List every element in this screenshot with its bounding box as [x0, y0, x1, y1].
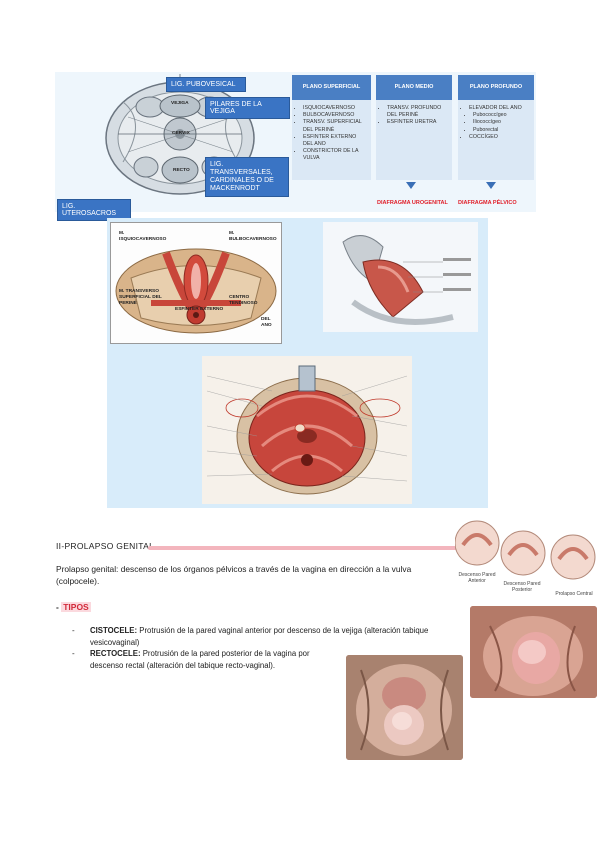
- plano-profundo-column: PLANO PROFUNDO ELEVADOR DEL ANO Pubococc…: [458, 75, 534, 180]
- term-rectocele: RECTOCELE:: [90, 649, 141, 658]
- callout-ligamentos-transversales: LIG. TRANSVERSALES, CARDINALES O DE MACK…: [205, 157, 289, 197]
- list-item: BULBOCAVERNOSO: [303, 112, 367, 119]
- desc-cistocele: Protrusión de la pared vaginal anterior …: [90, 626, 429, 647]
- title-underline: [148, 546, 480, 550]
- plano-medio-column: PLANO MEDIO TRANSV. PROFUNDO DEL PERINÉ …: [376, 75, 452, 180]
- label-isquiocavernoso: M. ISQUIOCAVERNOSO: [119, 231, 167, 242]
- tipos-heading: - TIPOS: [56, 602, 91, 612]
- list-item: ISQUIOCAVERNOSO: [303, 105, 367, 112]
- section-title: II-PROLAPSO GENITAL: [56, 541, 155, 551]
- prolapse-types-diagram: Descenso Pared Anterior Descenso Pared P…: [454, 515, 599, 607]
- pelvic-floor-detailed-illustration: [202, 356, 412, 504]
- tipos-dash: -: [56, 602, 59, 612]
- arrow-down-icon: [486, 182, 496, 189]
- prolapso-definition: Prolapso genital: descenso de los órgano…: [56, 564, 412, 587]
- label-cervix: CERVIX: [172, 131, 190, 136]
- diafragma-urogenital-label: DIAFRAGMA UROGENITAL: [377, 200, 448, 206]
- list-item: CONSTRICTOR DE LA VULVA: [303, 148, 367, 162]
- list-item: ELEVADOR DEL ANO: [469, 105, 530, 112]
- plano-profundo-header: PLANO PROFUNDO: [458, 75, 534, 100]
- arrow-down-icon: [406, 182, 416, 189]
- cistocele-clinical-photo: [470, 606, 597, 698]
- tipos-label: TIPOS: [61, 602, 91, 612]
- label-centro-tendinoso: CENTRO TENDINOSO: [229, 295, 258, 306]
- label-vejiga: VEJIGA: [171, 101, 189, 106]
- plano-superficial-column: PLANO SUPERFICIAL ISQUIOCAVERNOSO BULBOC…: [292, 75, 371, 180]
- label-transverso-superficial: M. TRANSVERSO SUPERFICIAL DEL PERINÉ: [119, 289, 162, 306]
- caption-anterior: Descenso Pared Anterior: [458, 572, 496, 584]
- callout-pilares-vejiga: PILARES DE LA VEJIGA: [205, 97, 290, 119]
- plano-superficial-list: ISQUIOCAVERNOSO BULBOCAVERNOSO TRANSV. S…: [292, 100, 371, 180]
- diafragma-pelvico-label: DIAFRAGMA PÉLVICO: [458, 200, 517, 206]
- list-item: COCCÍGEO: [469, 134, 530, 141]
- label-del-ano: DEL ANO: [261, 317, 272, 328]
- rectocele-clinical-photo: [346, 655, 463, 760]
- caption-posterior: Descenso Pared Posterior: [503, 581, 541, 593]
- perineum-muscles-illustration: M. ISQUIOCAVERNOSO M. BULBOCAVERNOSO M. …: [110, 222, 282, 344]
- list-item: Pubococcígeo: [473, 112, 530, 119]
- list-item: TRANSV. SUPERFICIAL DEL PERINÉ: [303, 119, 367, 133]
- callout-uterosacros: LIG. UTEROSACROS: [57, 199, 131, 221]
- list-item: Puborectal: [473, 127, 530, 134]
- plano-superficial-header: PLANO SUPERFICIAL: [292, 75, 371, 100]
- label-recto: RECTO: [173, 168, 190, 173]
- plano-medio-list: TRANSV. PROFUNDO DEL PERINÉ ESFINTER URE…: [376, 100, 452, 180]
- label-esfinter-externo: ESFINTER EXTERNO: [175, 307, 224, 312]
- bullet-dash: -: [72, 626, 75, 635]
- list-item: - CISTOCELE: Protrusión de la pared vagi…: [72, 625, 452, 648]
- caption-central: Prolapso Central: [555, 591, 593, 597]
- list-item: ESFINTER EXTERNO DEL ANO: [303, 134, 367, 148]
- pelvic-diaphragm-illustration: [323, 222, 478, 332]
- plano-medio-header: PLANO MEDIO: [376, 75, 452, 100]
- bullet-dash: -: [72, 649, 75, 658]
- plano-profundo-list: ELEVADOR DEL ANO Pubococcígeo Iliococcíg…: [458, 100, 534, 180]
- list-item: - RECTOCELE: Protrusión de la pared post…: [72, 648, 342, 671]
- label-bulbocavernoso: M. BULBOCAVERNOSO: [229, 231, 277, 242]
- list-item: Iliococcígeo: [473, 119, 530, 126]
- callout-pubovesical: LIG. PUBOVESICAL: [166, 77, 246, 92]
- list-item: TRANSV. PROFUNDO DEL PERINÉ: [387, 105, 448, 119]
- desc-rectocele: Protrusión de la pared posterior de la v…: [90, 649, 310, 670]
- term-cistocele: CISTOCELE:: [90, 626, 138, 635]
- list-item: ESFINTER URETRA: [387, 119, 448, 126]
